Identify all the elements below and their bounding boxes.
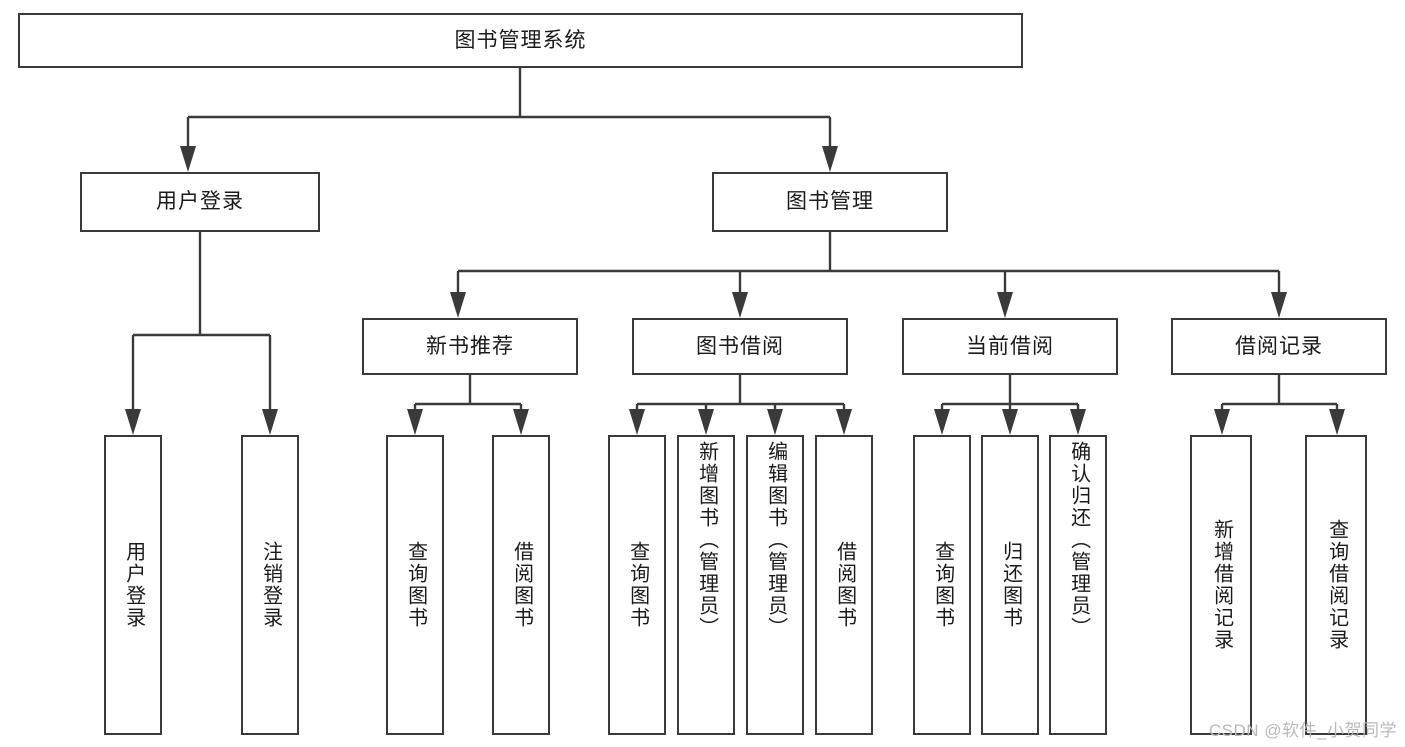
arrowhead-newbook-leaf2 bbox=[513, 409, 529, 435]
leaf-current-borrow-query[interactable]: 查询图书 bbox=[913, 435, 971, 735]
node-label: 当前借阅 bbox=[966, 334, 1054, 358]
leaf-label: 确认归还（管理员） bbox=[1067, 441, 1090, 639]
leaf-borrow-record-add[interactable]: 新增借阅记录 bbox=[1190, 435, 1252, 735]
leaf-label: 借阅图书 bbox=[833, 541, 856, 629]
leaf-label: 查询图书 bbox=[931, 541, 954, 629]
arrowhead-currentborrow-leaf2 bbox=[1002, 409, 1018, 435]
leaf-label: 查询图书 bbox=[404, 541, 427, 629]
arrowhead-newbook-leaf1 bbox=[407, 409, 423, 435]
leaf-book-borrow-query[interactable]: 查询图书 bbox=[608, 435, 666, 735]
arrowhead-bookborrow-leaf2 bbox=[698, 409, 714, 435]
node-book-borrow[interactable]: 图书借阅 bbox=[632, 318, 848, 375]
node-label: 图书管理系统 bbox=[454, 28, 587, 52]
leaf-current-borrow-return[interactable]: 归还图书 bbox=[981, 435, 1039, 735]
arrowhead-borrowrecord-leaf1 bbox=[1214, 409, 1230, 435]
node-root-system[interactable]: 图书管理系统 bbox=[18, 13, 1023, 68]
leaf-label: 注销登录 bbox=[259, 541, 282, 629]
leaf-book-borrow-edit[interactable]: 编辑图书（管理员） bbox=[746, 435, 804, 735]
leaf-label: 新增图书（管理员） bbox=[695, 441, 718, 639]
leaf-borrow-record-query[interactable]: 查询借阅记录 bbox=[1305, 435, 1367, 735]
node-current-borrow[interactable]: 当前借阅 bbox=[902, 318, 1118, 375]
arrowhead-user-login-leaf2 bbox=[262, 409, 278, 435]
arrowhead-book-mgmt bbox=[822, 146, 838, 172]
leaf-user-login-login[interactable]: 用户登录 bbox=[104, 435, 162, 735]
arrowhead-borrowrecord-leaf2 bbox=[1329, 409, 1345, 435]
node-label: 新书推荐 bbox=[426, 334, 514, 358]
leaf-label: 用户登录 bbox=[122, 541, 145, 629]
node-label: 借阅记录 bbox=[1235, 334, 1323, 358]
arrowhead-newbook bbox=[450, 292, 466, 318]
node-user-login[interactable]: 用户登录 bbox=[80, 172, 320, 232]
arrowhead-currentborrow-leaf1 bbox=[934, 409, 950, 435]
leaf-label: 编辑图书（管理员） bbox=[764, 441, 787, 639]
arrowhead-bookborrow-leaf1 bbox=[629, 409, 645, 435]
leaf-current-borrow-confirm[interactable]: 确认归还（管理员） bbox=[1049, 435, 1107, 735]
node-borrow-record[interactable]: 借阅记录 bbox=[1171, 318, 1387, 375]
leaf-label: 查询借阅记录 bbox=[1325, 519, 1348, 651]
arrowhead-user-login-leaf1 bbox=[125, 409, 141, 435]
node-book-management[interactable]: 图书管理 bbox=[712, 172, 948, 232]
leaf-new-book-borrow[interactable]: 借阅图书 bbox=[492, 435, 550, 735]
arrowhead-currentborrow-leaf3 bbox=[1070, 409, 1086, 435]
arrowhead-bookborrow-leaf3 bbox=[767, 409, 783, 435]
leaf-new-book-query[interactable]: 查询图书 bbox=[386, 435, 444, 735]
leaf-user-login-logout[interactable]: 注销登录 bbox=[241, 435, 299, 735]
arrowhead-borrowrecord bbox=[1271, 292, 1287, 318]
node-label: 图书管理 bbox=[786, 190, 874, 214]
leaf-label: 新增借阅记录 bbox=[1210, 519, 1233, 651]
node-new-book-recommend[interactable]: 新书推荐 bbox=[362, 318, 578, 375]
watermark-text: CSDN @软件_小贺同学 bbox=[1208, 721, 1397, 740]
node-label: 用户登录 bbox=[156, 190, 244, 214]
leaf-label: 借阅图书 bbox=[510, 541, 533, 629]
leaf-label: 归还图书 bbox=[999, 541, 1022, 629]
leaf-label: 查询图书 bbox=[626, 541, 649, 629]
leaf-book-borrow-add[interactable]: 新增图书（管理员） bbox=[677, 435, 735, 735]
arrowhead-bookborrow-leaf4 bbox=[836, 409, 852, 435]
node-label: 图书借阅 bbox=[696, 334, 784, 358]
arrowhead-bookborrow bbox=[732, 292, 748, 318]
leaf-book-borrow-borrow[interactable]: 借阅图书 bbox=[815, 435, 873, 735]
arrowhead-currentborrow bbox=[997, 292, 1013, 318]
arrowhead-user-login bbox=[180, 146, 196, 172]
